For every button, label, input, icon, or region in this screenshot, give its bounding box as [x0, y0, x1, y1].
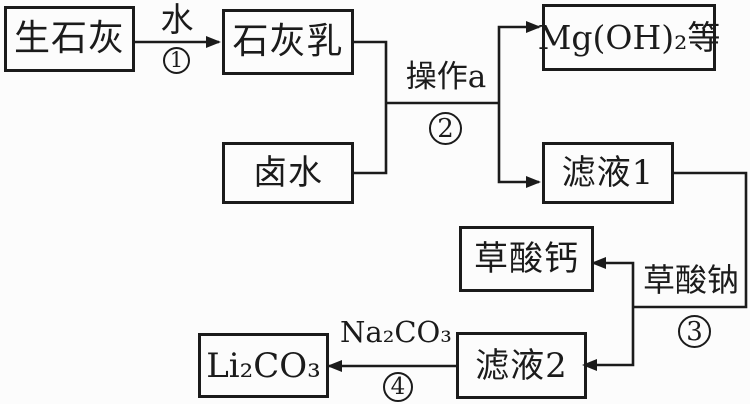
box-quicklime: 生石灰 [4, 6, 135, 72]
connector-limemilk-brine-merge [353, 40, 388, 175]
label-sodium-carbonate: Na₂CO₃ [340, 315, 452, 349]
arrow-to-mg-hydroxide [497, 21, 541, 103]
box-lithium-carbonate: Li₂CO₃ [198, 333, 329, 398]
step-circle-4: 4 [383, 372, 413, 402]
step-circle-1: 1 [163, 47, 190, 74]
box-brine: 卤水 [222, 142, 354, 204]
label-water: 水 [160, 0, 194, 39]
step-circle-3: 3 [678, 315, 711, 348]
box-filtrate-2: 滤液2 [456, 332, 587, 399]
arrow-to-calcium-oxalate [591, 257, 635, 307]
arrow-to-filtrate-2 [582, 307, 635, 371]
box-calcium-oxalate: 草酸钙 [459, 226, 594, 292]
step-circle-2: 2 [429, 112, 462, 145]
label-sodium-oxalate: 草酸钠 [642, 261, 740, 299]
box-mg-hydroxide: Mg(OH)₂等 [538, 4, 720, 71]
box-filtrate-1: 滤液1 [542, 142, 674, 204]
arrow-to-filtrate-1 [497, 103, 541, 188]
box-lime-milk: 石灰乳 [222, 9, 354, 75]
label-operation-a: 操作a [405, 59, 487, 95]
